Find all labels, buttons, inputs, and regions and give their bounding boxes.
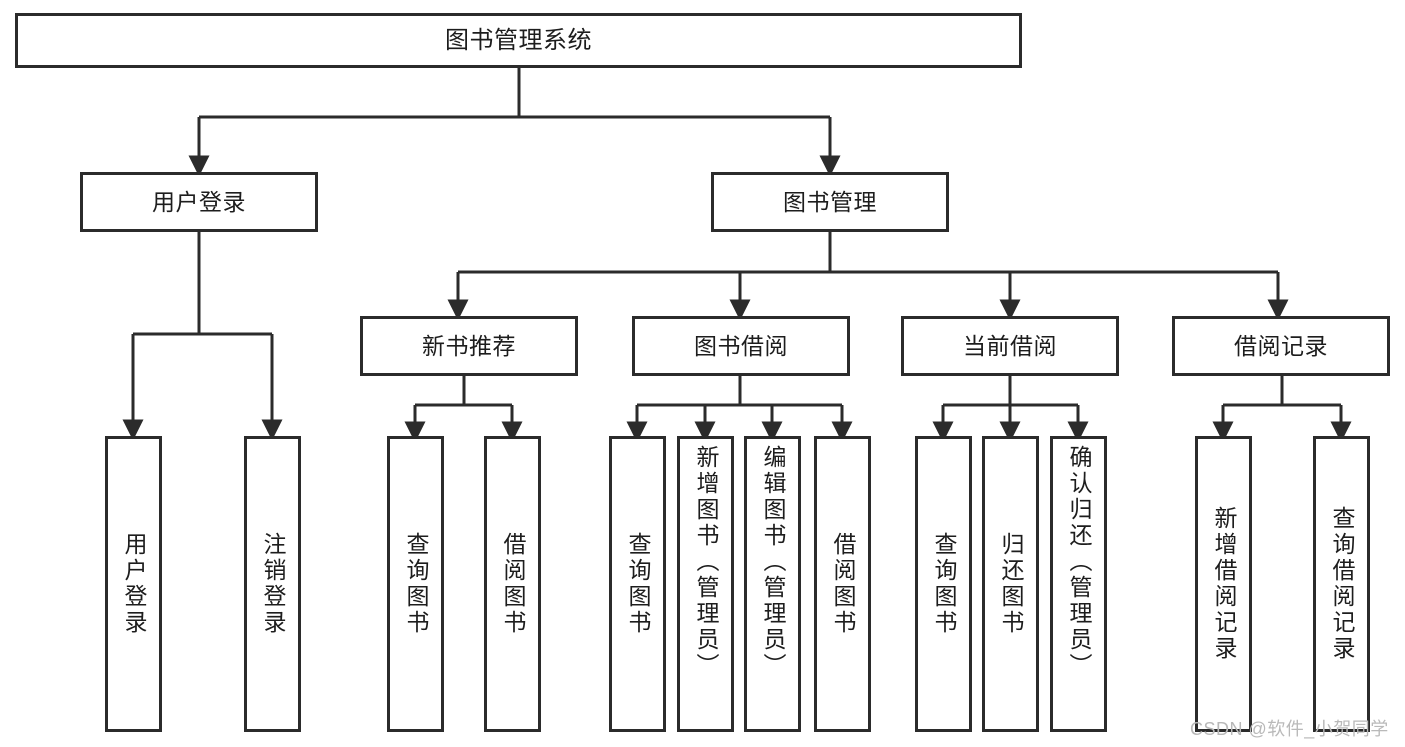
node-book-management[interactable]: 图书管理: [711, 172, 949, 232]
leaf-query-book-borrow[interactable]: 查询图书: [609, 436, 666, 732]
leaf-borrow-book-recommend[interactable]: 借阅图书: [484, 436, 541, 732]
node-root[interactable]: 图书管理系统: [15, 13, 1022, 68]
leaf-confirm-return[interactable]: 确认归还（管理员）: [1050, 436, 1107, 732]
leaf-borrow-book-label: 借阅图书: [830, 532, 856, 636]
leaf-logout[interactable]: 注销登录: [244, 436, 301, 732]
node-book-management-label: 图书管理: [783, 188, 877, 215]
leaf-edit-book[interactable]: 编辑图书（管理员）: [744, 436, 801, 732]
leaf-query-book-recommend-label: 查询图书: [403, 532, 429, 636]
node-book-borrow-label: 图书借阅: [694, 332, 788, 359]
node-root-label: 图书管理系统: [445, 26, 592, 54]
watermark: CSDN @软件_小贺同学: [1190, 719, 1389, 739]
node-user-login-label: 用户登录: [152, 188, 246, 215]
leaf-query-borrow-record-label: 查询借阅记录: [1329, 506, 1355, 662]
leaf-return-book[interactable]: 归还图书: [982, 436, 1039, 732]
leaf-query-borrow-record[interactable]: 查询借阅记录: [1313, 436, 1370, 732]
leaf-query-book-current[interactable]: 查询图书: [915, 436, 972, 732]
node-user-login[interactable]: 用户登录: [80, 172, 318, 232]
leaf-query-book-borrow-label: 查询图书: [625, 532, 651, 636]
leaf-add-book-label: 新增图书（管理员）: [693, 445, 719, 679]
leaf-user-login[interactable]: 用户登录: [105, 436, 162, 732]
node-current-borrow[interactable]: 当前借阅: [901, 316, 1119, 376]
leaf-query-book-current-label: 查询图书: [931, 532, 957, 636]
leaf-add-borrow-record[interactable]: 新增借阅记录: [1195, 436, 1252, 732]
node-book-borrow[interactable]: 图书借阅: [632, 316, 850, 376]
leaf-user-login-label: 用户登录: [121, 532, 147, 636]
node-new-book-recommend[interactable]: 新书推荐: [360, 316, 578, 376]
node-new-book-recommend-label: 新书推荐: [422, 332, 516, 359]
leaf-query-book-recommend[interactable]: 查询图书: [387, 436, 444, 732]
node-borrow-record-label: 借阅记录: [1234, 332, 1328, 359]
node-borrow-record[interactable]: 借阅记录: [1172, 316, 1390, 376]
leaf-return-book-label: 归还图书: [998, 532, 1024, 636]
leaf-borrow-book-recommend-label: 借阅图书: [500, 532, 526, 636]
leaf-edit-book-label: 编辑图书（管理员）: [760, 445, 786, 679]
leaf-borrow-book[interactable]: 借阅图书: [814, 436, 871, 732]
leaf-logout-label: 注销登录: [260, 532, 286, 636]
leaf-add-book[interactable]: 新增图书（管理员）: [677, 436, 734, 732]
leaf-confirm-return-label: 确认归还（管理员）: [1066, 445, 1092, 679]
leaf-add-borrow-record-label: 新增借阅记录: [1211, 506, 1237, 662]
node-current-borrow-label: 当前借阅: [963, 332, 1057, 359]
